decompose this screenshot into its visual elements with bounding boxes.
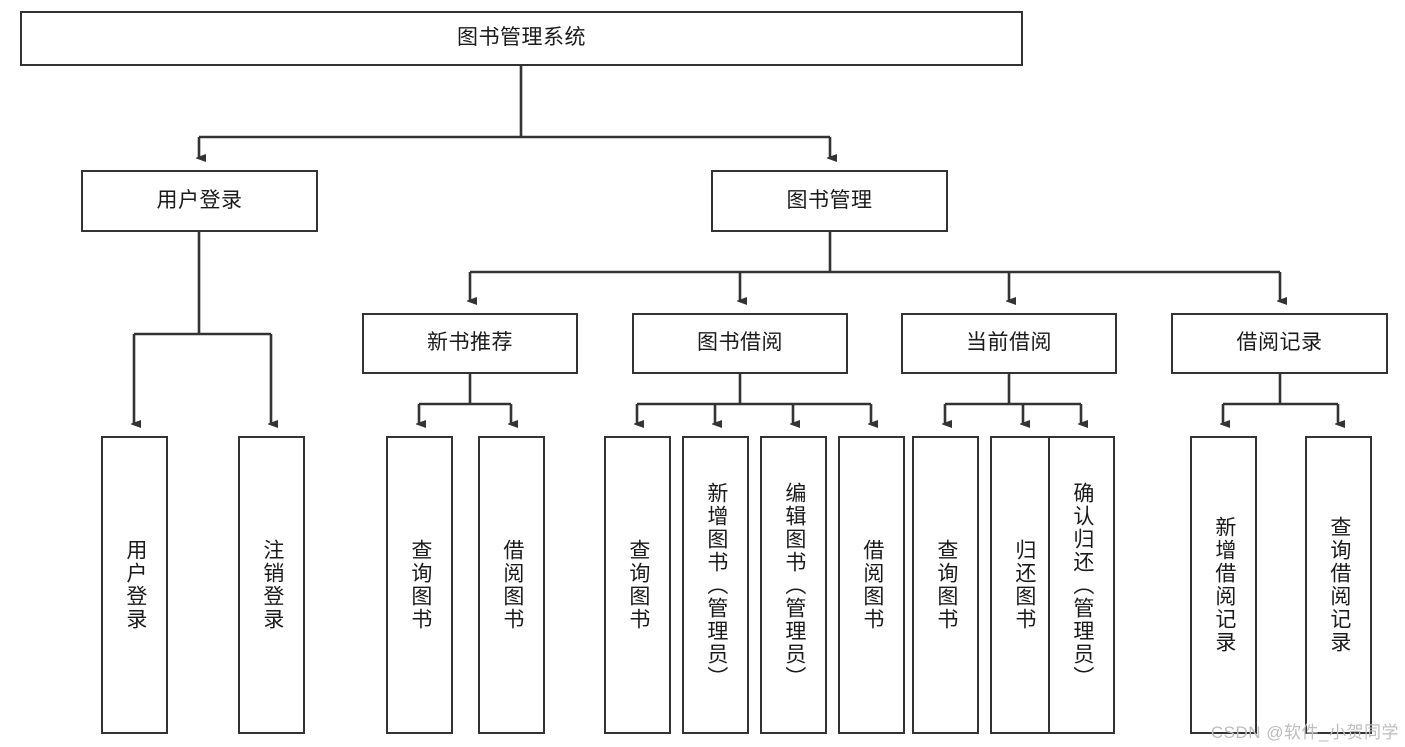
node-leaf-edit-book-label: 编辑图书（管理员） <box>782 481 806 689</box>
node-leaf-query-book-recommend-label: 查询图书 <box>408 539 432 631</box>
node-leaf-add-borrow-record-label: 新增借阅记录 <box>1212 516 1236 654</box>
node-leaf-return-book[interactable]: 归还图书 <box>990 436 1057 734</box>
node-leaf-user-login-label: 用户登录 <box>123 539 147 631</box>
node-current-borrow-label: 当前借阅 <box>966 331 1052 355</box>
node-leaf-query-book-borrow-label: 查询图书 <box>626 539 650 631</box>
node-new-book-recommend-label: 新书推荐 <box>427 331 513 355</box>
node-leaf-borrow-book-recommend-label: 借阅图书 <box>500 539 524 631</box>
node-leaf-query-book-current-label: 查询图书 <box>934 539 958 631</box>
node-leaf-query-book-borrow[interactable]: 查询图书 <box>604 436 671 734</box>
node-leaf-query-borrow-record-label: 查询借阅记录 <box>1327 516 1351 654</box>
node-book-borrow-label: 图书借阅 <box>697 331 783 355</box>
node-leaf-user-logout[interactable]: 注销登录 <box>238 436 305 734</box>
node-leaf-borrow-book[interactable]: 借阅图书 <box>838 436 905 734</box>
node-leaf-query-borrow-record[interactable]: 查询借阅记录 <box>1305 436 1372 734</box>
node-leaf-query-book-current[interactable]: 查询图书 <box>912 436 979 734</box>
node-leaf-confirm-return[interactable]: 确认归还（管理员） <box>1048 436 1115 734</box>
node-leaf-add-book[interactable]: 新增图书（管理员） <box>682 436 749 734</box>
node-leaf-confirm-return-label: 确认归还（管理员） <box>1070 481 1094 689</box>
node-leaf-user-login[interactable]: 用户登录 <box>101 436 168 734</box>
node-book-management-label: 图书管理 <box>786 188 873 212</box>
node-leaf-return-book-label: 归还图书 <box>1012 539 1036 631</box>
node-leaf-add-borrow-record[interactable]: 新增借阅记录 <box>1190 436 1257 734</box>
node-user-login-label: 用户登录 <box>156 188 243 212</box>
node-leaf-user-logout-label: 注销登录 <box>260 539 284 631</box>
node-new-book-recommend[interactable]: 新书推荐 <box>362 313 578 374</box>
node-borrow-records[interactable]: 借阅记录 <box>1171 313 1388 374</box>
node-root[interactable]: 图书管理系统 <box>20 11 1023 66</box>
node-user-login[interactable]: 用户登录 <box>81 170 318 232</box>
node-leaf-borrow-book-recommend[interactable]: 借阅图书 <box>478 436 545 734</box>
node-leaf-edit-book[interactable]: 编辑图书（管理员） <box>760 436 827 734</box>
node-leaf-borrow-book-label: 借阅图书 <box>860 539 884 631</box>
watermark-text: CSDN @软件_小贺同学 <box>1210 723 1399 742</box>
node-leaf-add-book-label: 新增图书（管理员） <box>704 481 728 689</box>
node-book-borrow[interactable]: 图书借阅 <box>632 313 848 374</box>
node-leaf-query-book-recommend[interactable]: 查询图书 <box>386 436 453 734</box>
node-current-borrow[interactable]: 当前借阅 <box>901 313 1117 374</box>
node-root-label: 图书管理系统 <box>457 26 586 50</box>
node-book-management[interactable]: 图书管理 <box>711 170 948 232</box>
node-borrow-records-label: 借阅记录 <box>1236 331 1323 355</box>
